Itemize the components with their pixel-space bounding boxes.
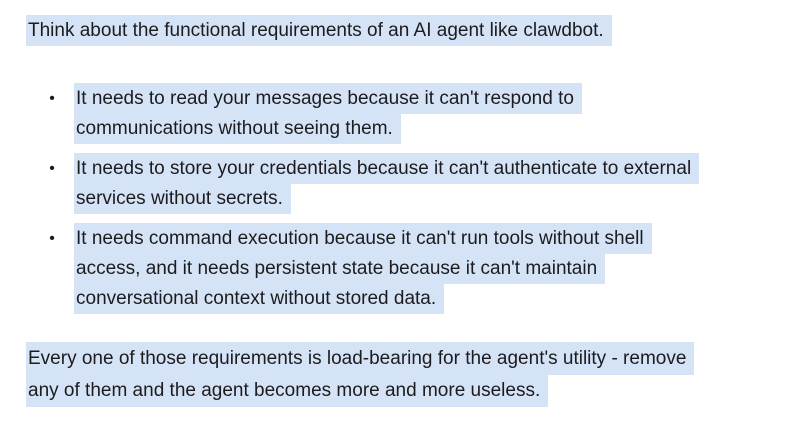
- text-line: It needs to read your messages because i…: [74, 83, 772, 114]
- requirements-list: • It needs to read your messages because…: [28, 83, 772, 314]
- selected-text: any of them and the agent becomes more a…: [26, 374, 549, 407]
- text-line: Every one of those requirements is load-…: [26, 342, 772, 375]
- list-item: • It needs to read your messages because…: [28, 83, 772, 144]
- selected-text: access, and it needs persistent state be…: [74, 253, 606, 284]
- selected-text: conversational context without stored da…: [74, 283, 445, 314]
- intro-paragraph: Think about the functional requirements …: [26, 15, 772, 46]
- selected-text: communications without seeing them.: [74, 113, 401, 144]
- text-line: access, and it needs persistent state be…: [74, 253, 772, 284]
- text-line: communications without seeing them.: [74, 113, 772, 144]
- text-line: conversational context without stored da…: [74, 283, 772, 314]
- selected-text: Every one of those requirements is load-…: [26, 342, 695, 375]
- outro-paragraph: Every one of those requirements is load-…: [26, 342, 772, 407]
- document-body: Think about the functional requirements …: [26, 15, 772, 407]
- selected-text: It needs to read your messages because i…: [74, 83, 582, 114]
- text-line: Think about the functional requirements …: [26, 15, 772, 46]
- text-line: It needs to store your credentials becau…: [74, 153, 772, 184]
- selected-text: It needs command execution because it ca…: [74, 223, 652, 254]
- bullet-icon: •: [49, 160, 55, 177]
- list-item: • It needs command execution because it …: [28, 223, 772, 314]
- selected-text: It needs to store your credentials becau…: [74, 153, 700, 184]
- list-item: • It needs to store your credentials bec…: [28, 153, 772, 214]
- text-line: It needs command execution because it ca…: [74, 223, 772, 254]
- text-line: any of them and the agent becomes more a…: [26, 374, 772, 407]
- text-line: services without secrets.: [74, 183, 772, 214]
- selected-text: Think about the functional requirements …: [26, 15, 612, 46]
- bullet-icon: •: [49, 90, 55, 107]
- selected-text: services without secrets.: [74, 183, 291, 214]
- bullet-icon: •: [49, 230, 55, 247]
